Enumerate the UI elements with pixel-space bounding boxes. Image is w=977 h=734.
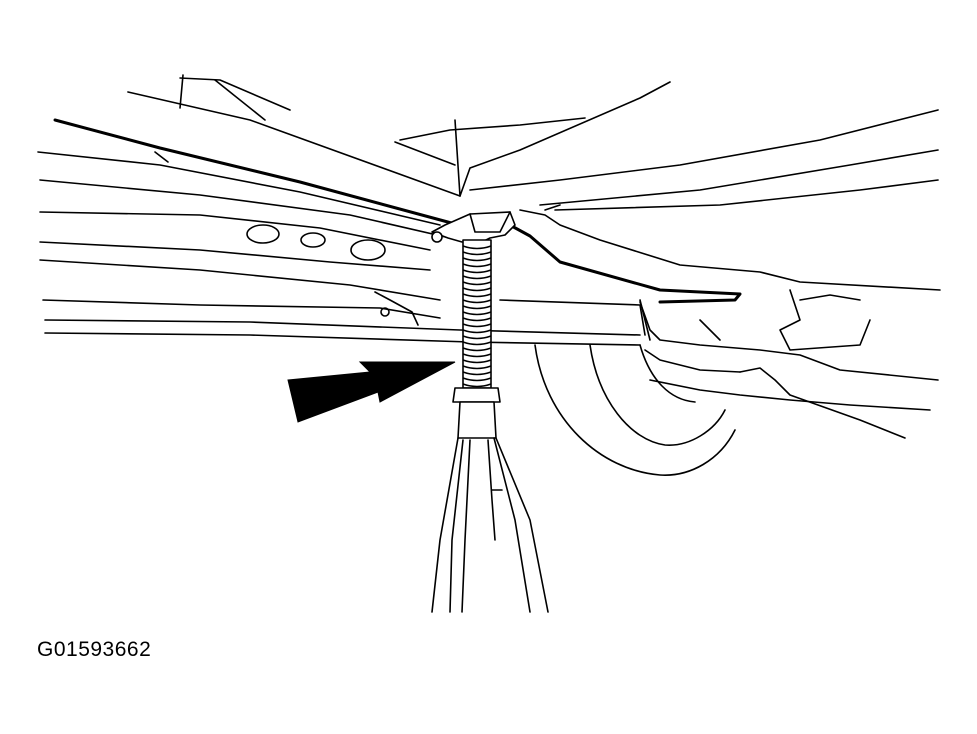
rocker-hole-1 <box>246 224 280 244</box>
jack-stand-threaded-post <box>462 239 492 389</box>
thread-line <box>462 281 492 286</box>
suspension-components <box>506 204 941 439</box>
rocker-hole-2 <box>300 232 326 248</box>
wheel-tire <box>534 344 736 476</box>
thread-line <box>462 359 492 364</box>
thread-line <box>462 299 492 304</box>
thread-line <box>462 347 492 352</box>
thread-line <box>462 335 492 340</box>
thread-line <box>462 311 492 316</box>
thread-line <box>462 245 492 250</box>
thread-line <box>462 371 492 376</box>
thread-line <box>462 275 492 280</box>
thread-line <box>462 377 492 382</box>
thread-line <box>462 317 492 322</box>
thread-line <box>462 287 492 292</box>
thread-line <box>462 353 492 358</box>
pointer-arrow-icon <box>287 361 456 423</box>
vehicle-floor-pan <box>127 74 939 211</box>
rocker-panel <box>39 211 441 326</box>
side-rail <box>37 118 472 239</box>
thread-line <box>462 341 492 346</box>
thread-line <box>462 269 492 274</box>
jack-stand-saddle <box>431 211 516 243</box>
thread-line <box>462 323 492 328</box>
thread-line <box>462 293 492 298</box>
thread-line <box>462 329 492 334</box>
jack-stand-base <box>431 387 549 613</box>
thread-line <box>462 251 492 256</box>
thread-line <box>462 305 492 310</box>
thread-line <box>462 263 492 268</box>
thread-line <box>462 365 492 370</box>
thread-line <box>462 383 492 388</box>
thread-line <box>462 257 492 262</box>
figure-id-label: G01593662 <box>37 638 152 661</box>
rocker-hole-3 <box>350 239 386 261</box>
